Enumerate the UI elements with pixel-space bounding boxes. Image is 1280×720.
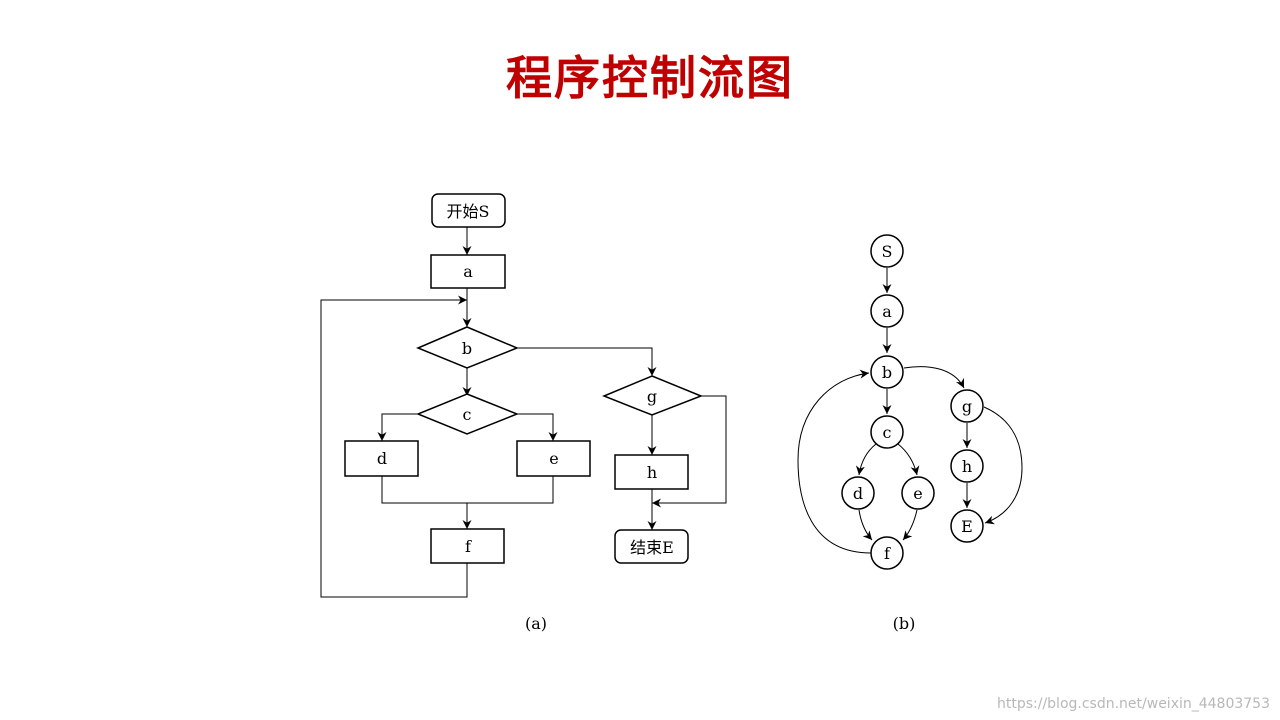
fg-node-d: d — [841, 476, 875, 510]
fg-node-e: e — [901, 476, 935, 510]
edge-c-d — [377, 413, 418, 441]
fg-node-E-label: E — [961, 517, 973, 536]
fg-edge-e-f — [902, 509, 918, 541]
caption-b: (b) — [893, 614, 916, 633]
node-c-label: c — [463, 405, 472, 424]
start-node: 开始S — [431, 193, 506, 228]
flowgraph-b: S a b c d e f g — [797, 234, 1023, 633]
fg-node-c-label: c — [883, 423, 892, 442]
fg-node-g-label: g — [962, 397, 972, 416]
fg-node-f: f — [870, 536, 904, 570]
process-a: a — [430, 254, 506, 289]
fg-node-b: b — [870, 355, 904, 389]
fg-node-c: c — [870, 415, 904, 449]
fg-node-h: h — [950, 449, 984, 483]
fg-node-f-label: f — [884, 544, 891, 563]
fg-node-S: S — [870, 234, 904, 268]
fg-edge-c-d — [855, 443, 877, 476]
end-label: 结束E — [630, 538, 674, 557]
flowgraph-edges — [797, 268, 1023, 554]
node-h-label: h — [647, 463, 657, 482]
fg-node-b-label: b — [882, 363, 892, 382]
fg-node-a-label: a — [882, 302, 892, 321]
edge-f-loop-b — [320, 295, 468, 598]
node-a-label: a — [463, 262, 473, 281]
fg-node-S-label: S — [882, 242, 893, 261]
flowchart-a: 开始S a b c d e f — [320, 193, 727, 633]
flowchart-edges — [320, 227, 727, 598]
fg-node-E: E — [950, 509, 984, 543]
process-d: d — [344, 440, 419, 477]
fg-node-e-label: e — [913, 484, 922, 503]
fg-edge-f-b — [797, 369, 872, 554]
page-title: 程序控制流图 — [506, 51, 794, 105]
node-e-label: e — [549, 449, 558, 468]
end-node: 结束E — [614, 529, 689, 564]
node-d-label: d — [377, 449, 387, 468]
start-label: 开始S — [447, 202, 490, 221]
fg-node-a: a — [870, 294, 904, 328]
decision-c: c — [416, 393, 520, 435]
node-g-label: g — [647, 387, 657, 406]
fg-node-g: g — [950, 389, 984, 423]
process-f: f — [430, 528, 505, 564]
fg-edge-b-g — [903, 366, 965, 389]
process-h: h — [614, 454, 689, 490]
fg-node-d-label: d — [853, 484, 863, 503]
fg-node-h-label: h — [962, 457, 972, 476]
fg-edge-d-f — [858, 509, 873, 541]
fg-edge-g-E — [983, 406, 1023, 525]
fg-edge-c-e — [897, 443, 920, 476]
node-f-label: f — [465, 537, 472, 556]
edge-g-end — [652, 395, 727, 508]
decision-b: b — [416, 326, 519, 369]
node-b-label: b — [462, 339, 472, 358]
edge-b-g — [517, 347, 657, 376]
edge-c-e — [517, 413, 558, 441]
process-e: e — [516, 440, 591, 477]
decision-g: g — [602, 375, 704, 416]
watermark: https://blog.csdn.net/weixin_44803753 — [996, 696, 1270, 712]
edge-d-e-merge — [381, 476, 554, 504]
caption-a: (a) — [525, 614, 547, 633]
